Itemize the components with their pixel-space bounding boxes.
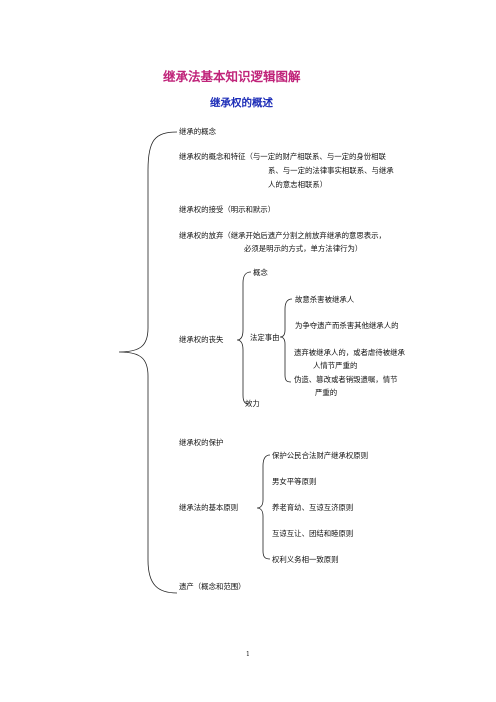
node-estate: 遗产（概念和范围） [179, 582, 246, 591]
cause-abandonment-line1: 遗弃被继承人的，或者虐待被继承 [294, 348, 405, 357]
section-subtitle: 继承权的概述 [210, 97, 273, 109]
page-number: 1 [246, 651, 250, 658]
main-brace [118, 131, 178, 594]
legal-cause-brace [279, 298, 293, 383]
principle-item: 养老育幼、互谅互济原则 [272, 503, 354, 512]
node-loss: 继承权的丧失 [179, 335, 224, 344]
cause-abandonment-line2: 人情节严重的 [313, 361, 358, 370]
node-right-concept-line3: 人的意志相联系） [268, 180, 328, 189]
node-acceptance: 继承权的接受（明示和默示） [179, 205, 276, 214]
principle-item: 男女平等原则 [272, 477, 317, 486]
document-title: 继承法基本知识逻辑图解 [163, 69, 301, 84]
node-protection: 继承权的保护 [179, 438, 224, 447]
loss-brace [236, 271, 252, 405]
principle-item: 保护公民合法财产继承权原则 [272, 451, 369, 460]
cause-killing-other-heir: 为争夺遗产而杀害其他继承人的 [295, 321, 399, 330]
node-loss-legal-cause: 法定事由 [250, 333, 280, 342]
node-waiver-line1: 继承权的放弃（继承开始后遗产分割之前放弃继承的意思表示， [179, 231, 386, 240]
node-loss-effect: 效力 [245, 399, 260, 408]
cause-forged-will-line1: 伪造、篡改或者销毁遗嘱，情节 [294, 375, 398, 384]
principle-item: 权利义务相一致原则 [272, 555, 339, 564]
node-inheritance-concept: 继承的概念 [179, 127, 216, 136]
principle-item: 互谅互让、团结和睦原则 [272, 529, 354, 538]
node-right-concept-line1: 继承权的概念和特征（与一定的财产相联系、与一定的身份相联 [179, 152, 386, 161]
node-right-concept-line2: 系、与一定的法律事实相联系、与继承 [268, 166, 394, 175]
node-waiver-line2: 必须是明示的方式，单方法律行为） [244, 244, 363, 253]
cause-forged-will-line2: 严重的 [315, 388, 338, 397]
cause-intentional-killing: 故意杀害被继承人 [295, 295, 355, 304]
principles-brace [256, 454, 271, 560]
node-principles: 继承法的基本原则 [179, 503, 239, 512]
node-loss-concept: 概念 [253, 268, 268, 277]
